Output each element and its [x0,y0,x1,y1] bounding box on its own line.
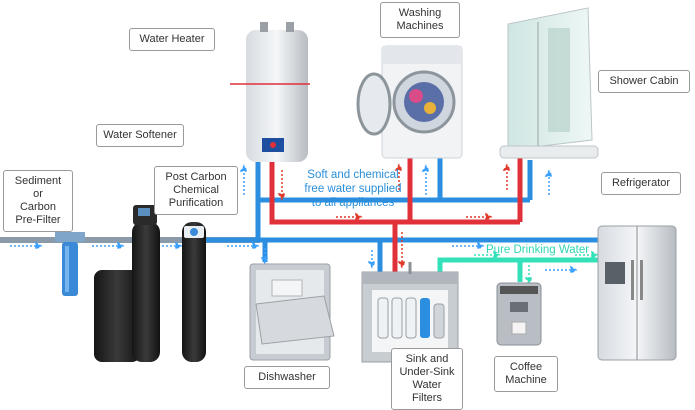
sediment-filter-icon [55,232,85,296]
water-softener-label: Water Softener [96,124,184,147]
diagram-graphics [0,7,677,363]
water-softener-icon [94,205,160,362]
main-inlet-pipe [0,237,260,243]
hot-water-pipes [269,150,523,272]
dishwasher-icon [249,263,335,361]
shower-cabin-label: Shower Cabin [598,70,690,93]
sink-filters-icon [361,262,459,363]
washing-machine-icon [356,45,463,159]
coffee-machine-icon [496,282,542,346]
soft-water-note: Soft and chemical free water supplied to… [304,169,402,209]
flow-arrows-red [277,163,512,269]
washing-machines-label: Washing Machines [380,2,460,38]
dishwasher-label: Dishwasher [244,366,330,389]
coffee-machine-label: Coffee Machine [494,356,558,392]
pure-drinking-water-label: Pure Drinking Water [486,244,590,256]
post-carbon-tank-icon [182,222,206,362]
sink-filters-label: Sink and Under-Sink Water Filters [391,348,463,410]
water-heater-icon [230,22,310,162]
shower-cabin-icon [499,7,599,159]
water-heater-label: Water Heater [129,28,215,51]
flow-arrows-teal [474,250,599,285]
pure-water-pipes [437,257,600,282]
refrigerator-icon [597,225,677,361]
refrigerator-label: Refrigerator [601,172,681,195]
flow-arrows-blue [10,164,578,275]
post-carbon-label: Post Carbon Chemical Purification [154,166,238,215]
sediment-filter-label: Sediment or Carbon Pre-Filter [3,170,73,232]
